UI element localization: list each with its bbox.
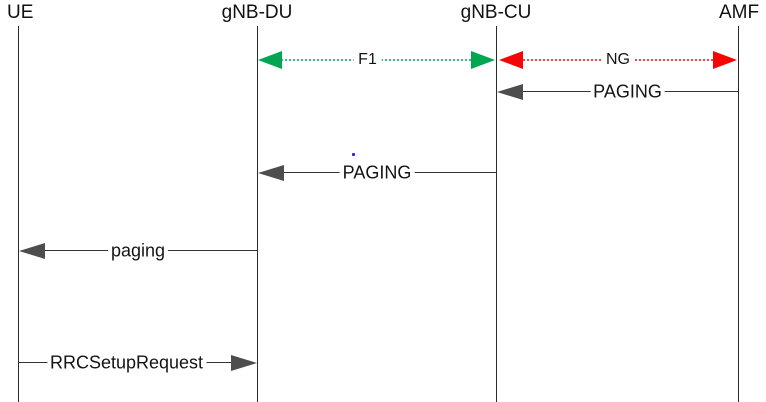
f1-arrowhead-left-icon [258, 51, 282, 69]
actor-label-ue: UE [7, 2, 34, 23]
ng-arrowhead-left-icon [499, 51, 523, 69]
message-label: PAGING [339, 162, 415, 184]
ng-label: NG [601, 51, 635, 69]
f1-arrowhead-right-icon [471, 51, 495, 69]
actor-label-amf: AMF [718, 2, 760, 23]
arrowhead-left-icon [258, 165, 284, 181]
actor-label-gnb-cu: gNB-CU [460, 2, 532, 23]
arrowhead-left-icon [19, 243, 45, 259]
lifeline-gnb-du [257, 26, 258, 402]
message-rrcsetuprequest-ue-to-du: RRCSetupRequest [18, 352, 257, 374]
lifeline-amf [738, 26, 739, 402]
arrowhead-right-icon [231, 355, 257, 371]
f1-label: F1 [353, 51, 382, 69]
actor-label-gnb-du: gNB-DU [221, 2, 293, 23]
arrowhead-left-icon [497, 84, 523, 100]
message-paging-cu-to-du: PAGING [258, 162, 496, 184]
message-label: PAGING [590, 81, 665, 103]
lifeline-gnb-cu [496, 26, 497, 402]
message-label: paging [107, 240, 169, 262]
lifeline-ue [18, 26, 19, 402]
stray-blue-dot [352, 153, 355, 156]
message-paging-amf-to-cu: PAGING [497, 81, 738, 103]
message-label: RRCSetupRequest [46, 352, 207, 374]
f1-interface-arrow: F1 [258, 50, 495, 70]
message-paging-du-to-ue: paging [19, 240, 257, 262]
ng-interface-arrow: NG [499, 50, 737, 70]
ng-arrowhead-right-icon [713, 51, 737, 69]
